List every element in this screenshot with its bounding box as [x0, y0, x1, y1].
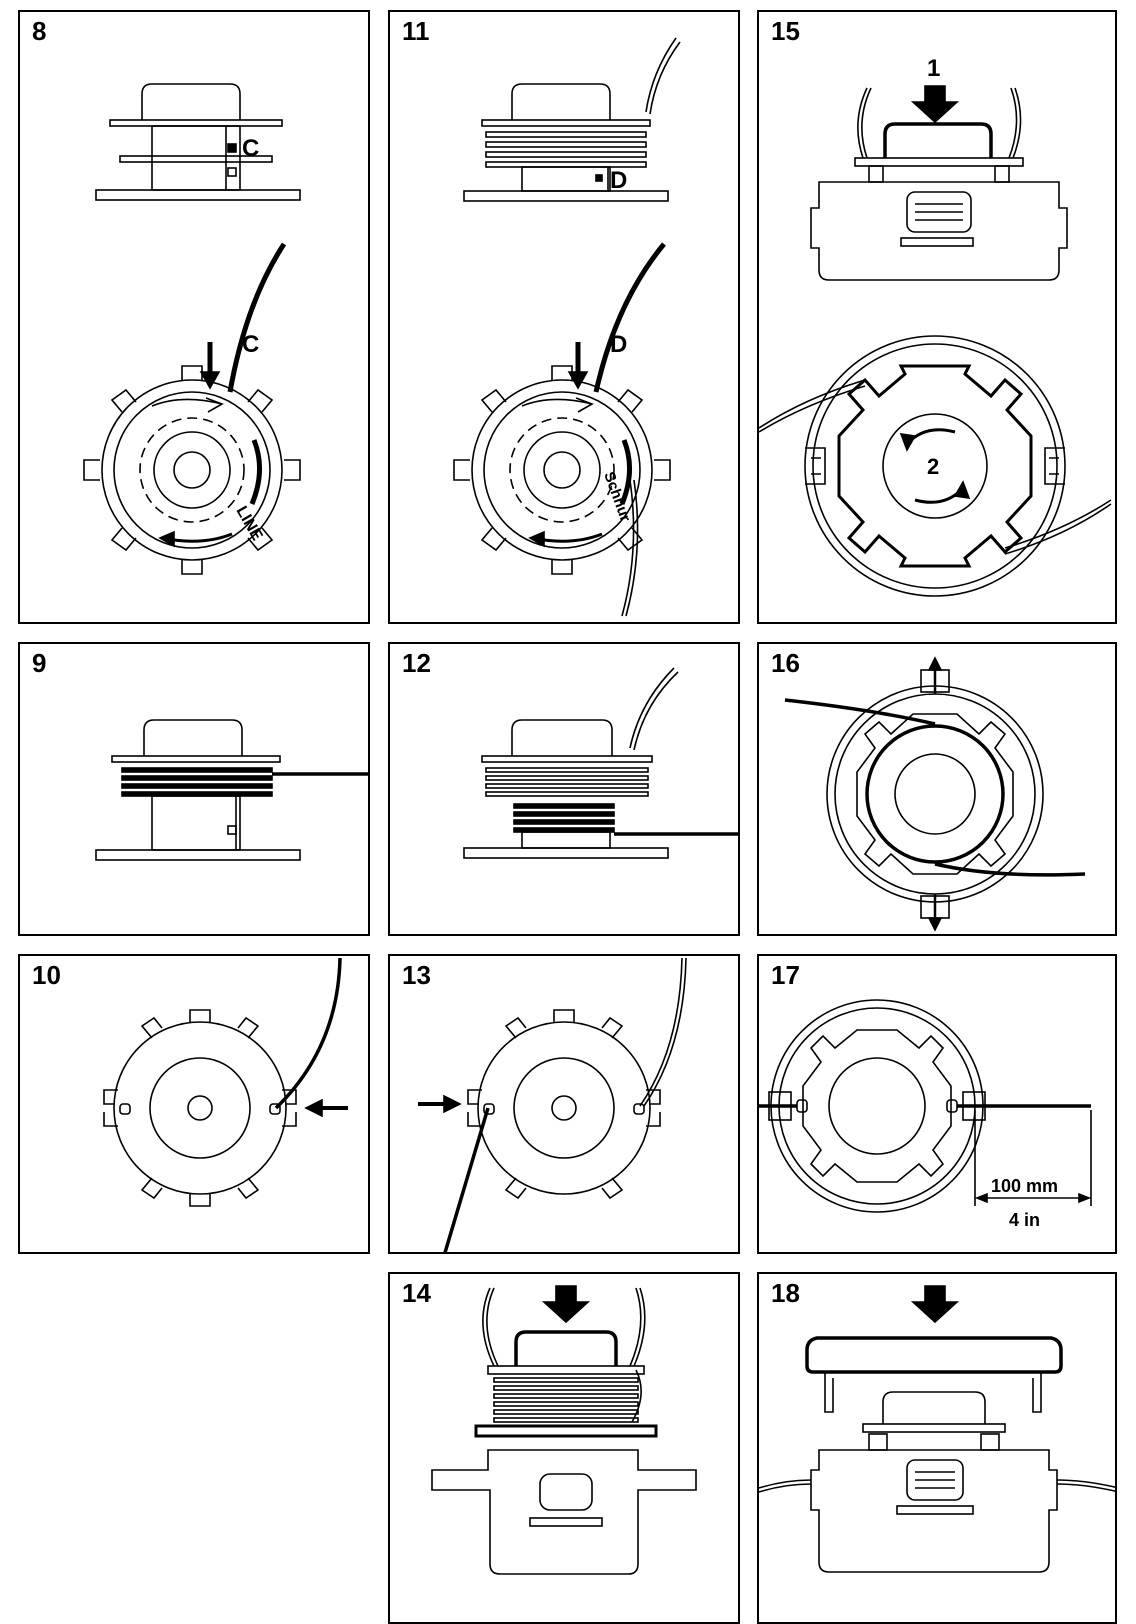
dimension-mm: 100 mm — [991, 1176, 1058, 1196]
label-c-bottom: C — [242, 331, 259, 358]
figure-16: 16 — [757, 642, 1117, 936]
figure-number: 16 — [771, 648, 800, 678]
spool-top-illustration — [418, 957, 687, 1252]
figure-11: 11 D D — [388, 10, 740, 624]
figure-number: 17 — [771, 960, 800, 990]
trimmer-head-top-illustration: 100 mm 4 in — [759, 999, 1092, 1230]
label-d-top: D — [610, 167, 627, 194]
spool-wound-illustration — [463, 667, 738, 859]
figure-9: 9 — [18, 642, 370, 936]
spool-top-illustration — [103, 957, 348, 1207]
figure-15: 15 1 2 — [757, 10, 1117, 624]
figure-number: 8 — [32, 16, 47, 46]
figure-13: 13 — [388, 954, 740, 1254]
dimension-in: 4 in — [1009, 1210, 1040, 1230]
figure-number: 12 — [402, 648, 431, 678]
figure-number: 9 — [32, 648, 47, 678]
spool-insert-illustration — [431, 1285, 697, 1575]
figure-17: 17 100 mm 4 in — [757, 954, 1117, 1254]
figure-number: 11 — [402, 16, 430, 46]
spool-wound-illustration — [95, 719, 368, 861]
cover-install-illustration — [759, 1285, 1115, 1573]
spool-text: LINE — [233, 504, 266, 544]
step-1-label: 1 — [927, 55, 940, 82]
figure-10: 10 — [18, 954, 370, 1254]
trimmer-head-illustration: 1 2 — [759, 55, 1112, 597]
label-c-top: C — [242, 135, 259, 162]
spool-illustration: C C LINE — [83, 83, 301, 575]
figure-14: 14 — [388, 1272, 740, 1624]
label-d-bottom: D — [610, 331, 627, 358]
figure-18: 18 — [757, 1272, 1117, 1624]
spool-illustration: D D Schnur — [453, 37, 681, 617]
trimmer-head-top-illustration — [784, 656, 1086, 932]
figure-number: 13 — [402, 960, 431, 990]
figure-number: 10 — [32, 960, 61, 990]
figure-number: 15 — [771, 16, 800, 46]
step-2-label: 2 — [927, 454, 939, 479]
figure-number: 14 — [402, 1278, 431, 1308]
figure-number: 18 — [771, 1278, 800, 1308]
figure-12: 12 — [388, 642, 740, 936]
figure-8: 8 C C — [18, 10, 370, 624]
